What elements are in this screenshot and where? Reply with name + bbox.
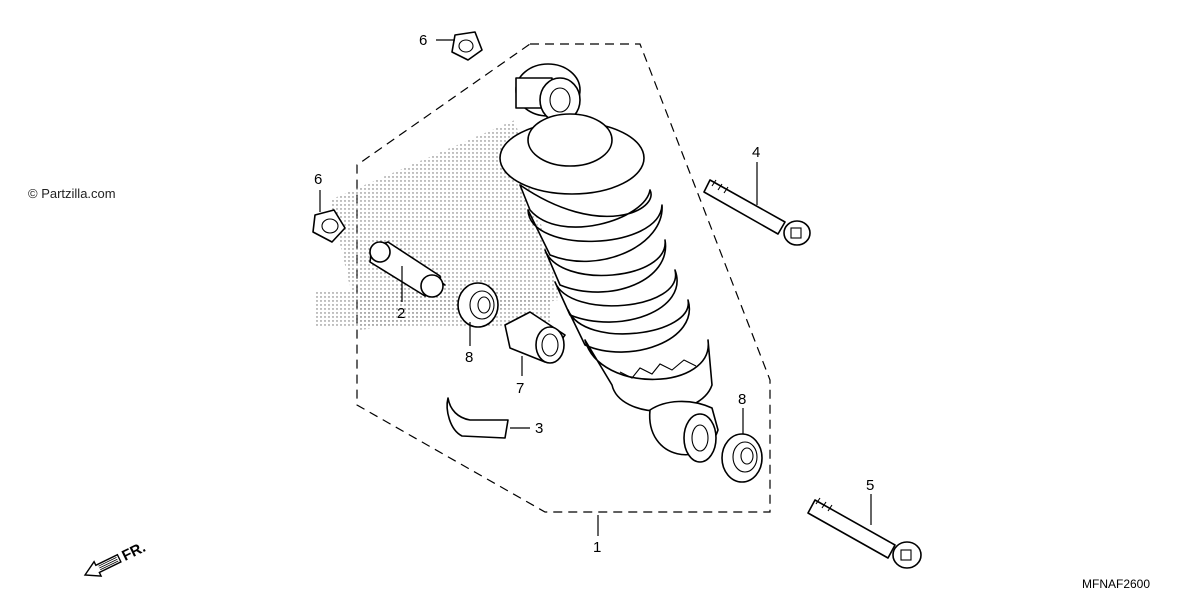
nut-upper[interactable] [451,31,483,61]
callout-5[interactable]: 5 [866,477,874,494]
nut-left[interactable] [312,209,346,243]
callout-6-upper[interactable]: 6 [419,32,427,49]
front-label: FR. [119,539,148,565]
dust-seal-upper[interactable] [457,282,499,328]
dust-seal-lower[interactable] [721,433,763,483]
bushing[interactable] [504,311,566,364]
front-direction-arrow: FR. [83,539,148,577]
callout-6-left[interactable]: 6 [314,171,322,188]
shock-absorber[interactable] [499,63,719,463]
upper-bolt[interactable] [703,179,811,246]
callout-3[interactable]: 3 [535,420,543,437]
callout-1[interactable]: 1 [593,539,601,556]
band-label[interactable] [446,397,509,439]
callout-2[interactable]: 2 [397,305,405,322]
assembly-boundary [356,43,771,513]
collar-pipe[interactable] [369,241,446,298]
dotted-shading [315,120,560,330]
lower-bolt[interactable] [807,497,922,569]
callout-8-left[interactable]: 8 [465,349,473,366]
callout-4[interactable]: 4 [752,144,760,161]
callout-8-right[interactable]: 8 [738,391,746,408]
watermark-text: © Partzilla.com [28,186,116,201]
diagram-code: MFNAF2600 [1082,577,1150,591]
callout-7[interactable]: 7 [516,380,524,397]
leader-lines [319,39,872,536]
